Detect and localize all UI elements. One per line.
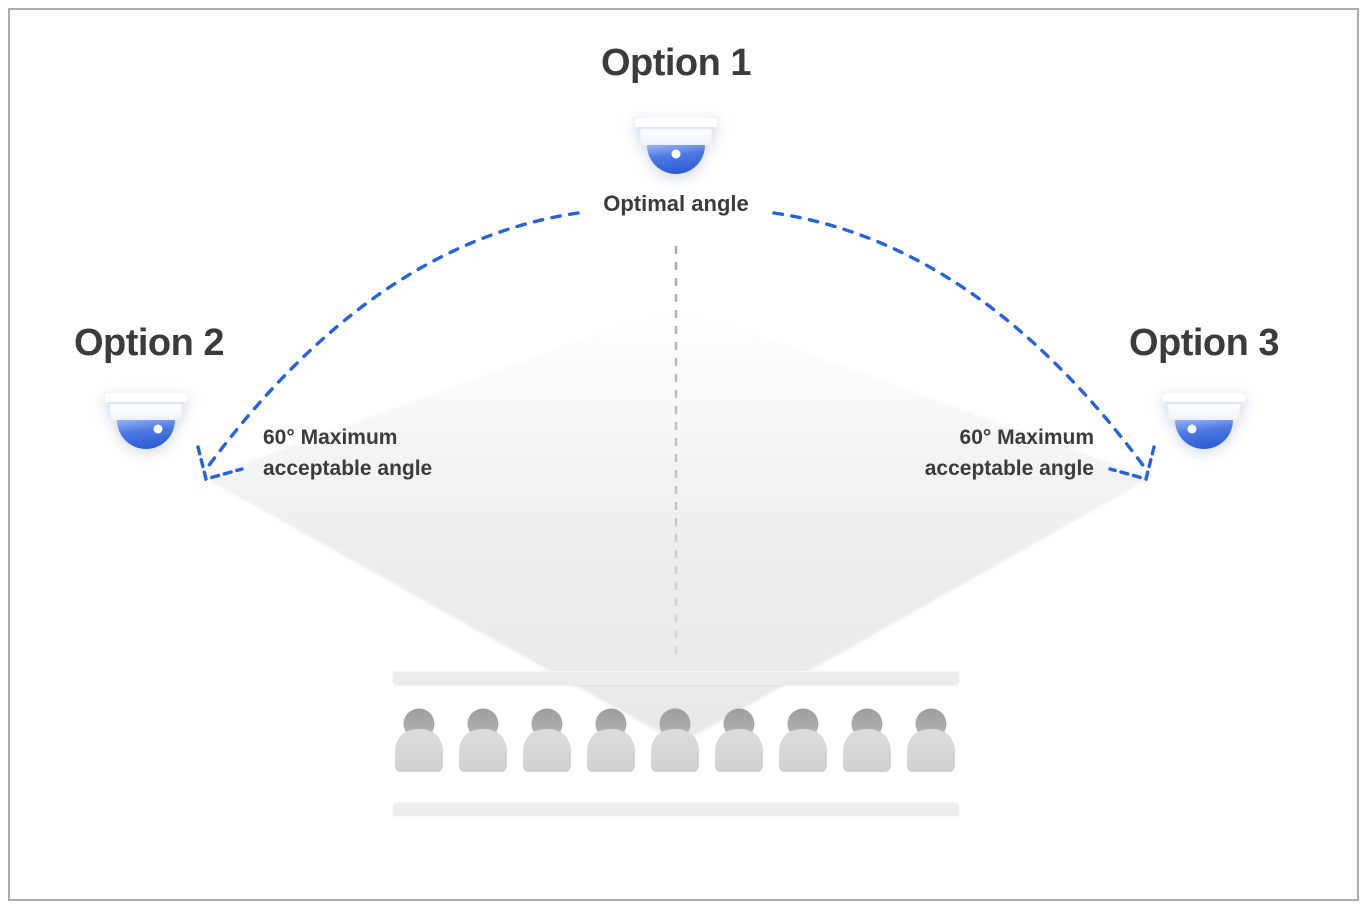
person-icon	[395, 708, 443, 772]
person-icon	[459, 708, 507, 772]
arrowhead-left-icon	[196, 445, 244, 482]
person-icon	[779, 708, 827, 772]
max-angle-note-left-line1: 60° Maximum	[263, 426, 398, 449]
person-icon	[587, 708, 635, 772]
field-of-view-cone	[205, 305, 1150, 744]
dome-camera-icon-left	[103, 391, 189, 452]
person-icon	[715, 708, 763, 772]
dome-camera-icon-right	[1161, 391, 1247, 452]
max-angle-note-right-line2: acceptable angle	[924, 457, 1094, 480]
arrowhead-right-icon	[1108, 445, 1156, 482]
person-icon	[843, 708, 891, 772]
optimal-angle-label: Optimal angle	[603, 191, 749, 216]
audience-row	[0, 707, 1367, 773]
max-angle-note-right-line1: 60° Maximum	[959, 426, 1094, 449]
max-angle-note-right: 60° Maximum acceptable angle	[925, 422, 1094, 484]
table-front-bar	[393, 671, 959, 685]
person-icon	[907, 708, 955, 772]
angle-arc-left	[205, 211, 580, 470]
option-1-title: Option 1	[600, 42, 752, 84]
option-3-title: Option 3	[1128, 322, 1280, 364]
max-angle-note-left-line2: acceptable angle	[263, 457, 433, 480]
angle-arc-right	[772, 211, 1147, 470]
option-2-title: Option 2	[73, 322, 225, 364]
table-back-bar	[393, 802, 959, 816]
person-icon	[523, 708, 571, 772]
max-angle-note-left: 60° Maximum acceptable angle	[263, 422, 432, 484]
person-icon	[651, 708, 699, 772]
dome-camera-icon-top	[633, 116, 719, 177]
